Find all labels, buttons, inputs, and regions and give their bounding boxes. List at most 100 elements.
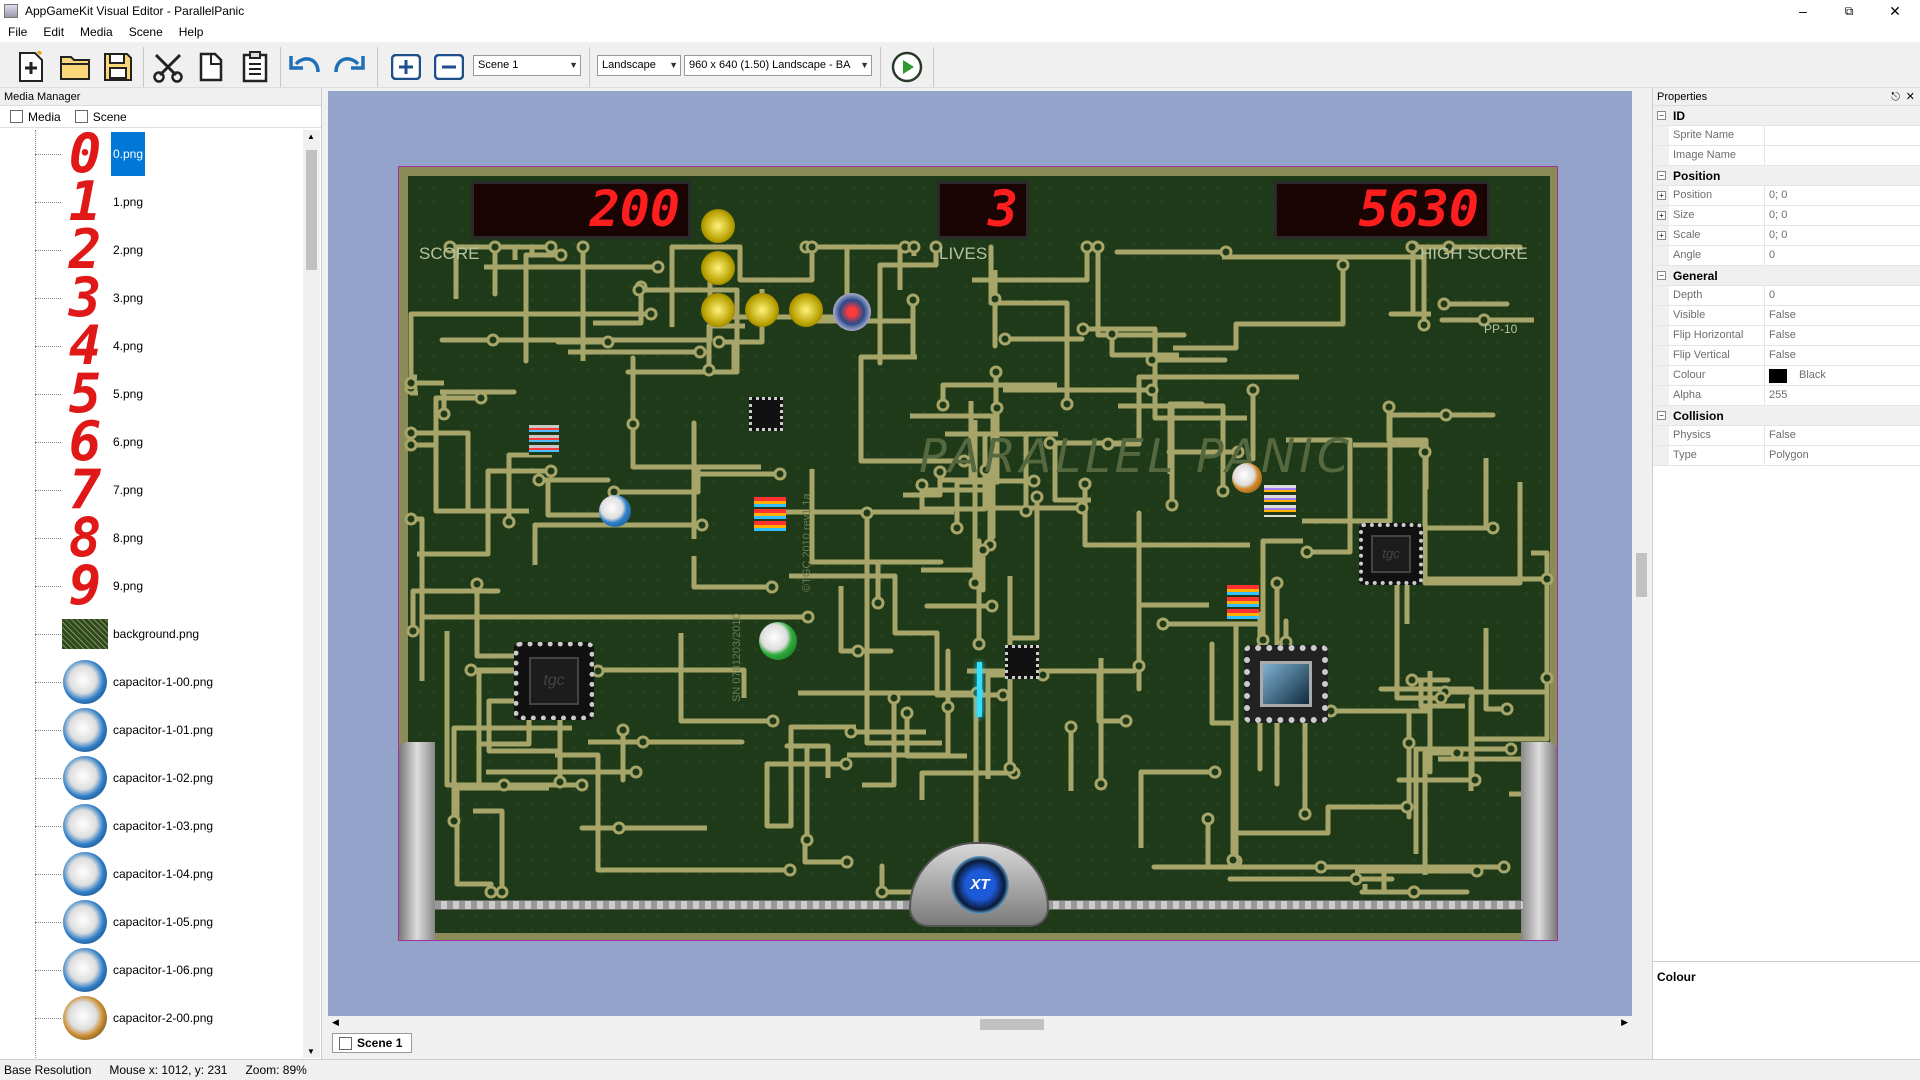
property-row[interactable]: Image Name — [1653, 146, 1920, 166]
property-category[interactable]: −General — [1653, 266, 1920, 286]
collapse-icon[interactable]: − — [1657, 271, 1666, 280]
menu-help[interactable]: Help — [178, 25, 204, 39]
tab-media[interactable]: Media — [10, 110, 61, 124]
scene-select[interactable]: Scene 1▼ — [473, 55, 581, 76]
property-row[interactable]: Sprite Name — [1653, 126, 1920, 146]
collapse-icon[interactable]: − — [1657, 111, 1666, 120]
property-category[interactable]: −Position — [1653, 166, 1920, 186]
property-value[interactable] — [1765, 146, 1920, 165]
expand-icon[interactable]: + — [1657, 211, 1666, 220]
remove-scene-button[interactable] — [430, 48, 468, 86]
property-value[interactable]: False — [1765, 426, 1920, 445]
media-list-item[interactable]: capacitor-1-03.png — [0, 802, 303, 850]
add-scene-button[interactable] — [387, 48, 425, 86]
media-list-item[interactable]: background.png — [0, 610, 303, 658]
media-list-item[interactable]: capacitor-1-01.png — [0, 706, 303, 754]
property-value[interactable]: False — [1765, 326, 1920, 345]
checkbox[interactable] — [10, 110, 23, 123]
menu-edit[interactable]: Edit — [43, 25, 65, 39]
chevron-right-icon[interactable]: ▶ — [1621, 1017, 1628, 1027]
undo-button[interactable] — [286, 48, 324, 86]
collapse-icon[interactable]: − — [1657, 411, 1666, 420]
new-file-button[interactable] — [12, 48, 50, 86]
menu-media[interactable]: Media — [80, 25, 113, 39]
close-icon[interactable]: ✕ — [1905, 91, 1915, 103]
property-value[interactable]: 0; 0 — [1765, 226, 1920, 245]
redo-button[interactable] — [330, 48, 368, 86]
cut-button[interactable] — [149, 48, 187, 86]
expand-icon[interactable]: + — [1657, 231, 1666, 240]
media-list-item[interactable]: capacitor-1-02.png — [0, 754, 303, 802]
scrollbar-thumb[interactable] — [306, 150, 317, 270]
checkbox[interactable] — [74, 110, 88, 123]
property-value[interactable]: 255 — [1765, 386, 1920, 405]
property-value[interactable]: False — [1765, 346, 1920, 365]
media-list-item[interactable]: capacitor-1-00.png — [0, 658, 303, 706]
property-value[interactable]: False — [1765, 306, 1920, 325]
scrollbar-thumb[interactable] — [1636, 553, 1647, 597]
property-value[interactable]: 0; 0 — [1765, 206, 1920, 225]
canvas-horizontal-scrollbar[interactable]: ◀ ▶ — [328, 1016, 1632, 1032]
media-list-scrollbar[interactable]: ▲ ▼ — [303, 130, 320, 1058]
expand-icon[interactable]: + — [1657, 191, 1666, 200]
collapse-icon[interactable]: − — [1657, 171, 1666, 180]
chevron-down-icon[interactable]: ▼ — [307, 1047, 315, 1056]
media-list-item[interactable]: capacitor-2-00.png — [0, 994, 303, 1042]
property-value[interactable]: 0 — [1765, 246, 1920, 265]
chevron-left-icon[interactable]: ◀ — [332, 1017, 339, 1027]
property-value[interactable]: 0 — [1765, 286, 1920, 305]
scrollbar-thumb[interactable] — [980, 1019, 1044, 1030]
property-value[interactable] — [1765, 126, 1920, 145]
canvas-vertical-scrollbar[interactable] — [1632, 91, 1650, 1016]
media-list-item[interactable]: capacitor-1-05.png — [0, 898, 303, 946]
property-value[interactable]: Polygon — [1765, 446, 1920, 465]
open-folder-button[interactable] — [56, 48, 94, 86]
copy-button[interactable] — [192, 48, 230, 86]
paste-button[interactable] — [236, 48, 274, 86]
checkbox[interactable] — [339, 1036, 352, 1050]
menu-file[interactable]: File — [8, 25, 28, 39]
media-list-item[interactable]: capacitor-1-04.png — [0, 850, 303, 898]
orientation-select[interactable]: Landscape▼ — [597, 55, 681, 76]
minimize-button[interactable]: – — [1799, 3, 1807, 19]
menu-scene[interactable]: Scene — [128, 25, 163, 39]
media-list-item[interactable]: capacitor-1-06.png — [0, 946, 303, 994]
tab-scene[interactable]: Scene — [74, 110, 127, 124]
game-board[interactable]: 200 3 5630 SCORE LIVES HIGH SCORE PP-10 … — [398, 166, 1558, 941]
run-button[interactable] — [888, 48, 926, 86]
property-category[interactable]: −ID — [1653, 106, 1920, 126]
property-value[interactable]: Black — [1765, 366, 1920, 385]
chevron-up-icon[interactable]: ▲ — [307, 132, 315, 141]
scene-tab[interactable]: Scene 1 — [332, 1033, 412, 1053]
close-button[interactable]: ✕ — [1889, 3, 1901, 19]
save-button[interactable] — [99, 48, 137, 86]
resolution-select[interactable]: 960 x 640 (1.50) Landscape - BA▼ — [684, 55, 872, 76]
maximize-button[interactable]: ⧉ — [1844, 4, 1854, 18]
property-category[interactable]: −Collision — [1653, 406, 1920, 426]
property-value[interactable]: 0; 0 — [1765, 186, 1920, 205]
scene-canvas[interactable]: 200 3 5630 SCORE LIVES HIGH SCORE PP-10 … — [328, 91, 1632, 1016]
pin-icon[interactable]: ⎋ — [1891, 91, 1900, 103]
